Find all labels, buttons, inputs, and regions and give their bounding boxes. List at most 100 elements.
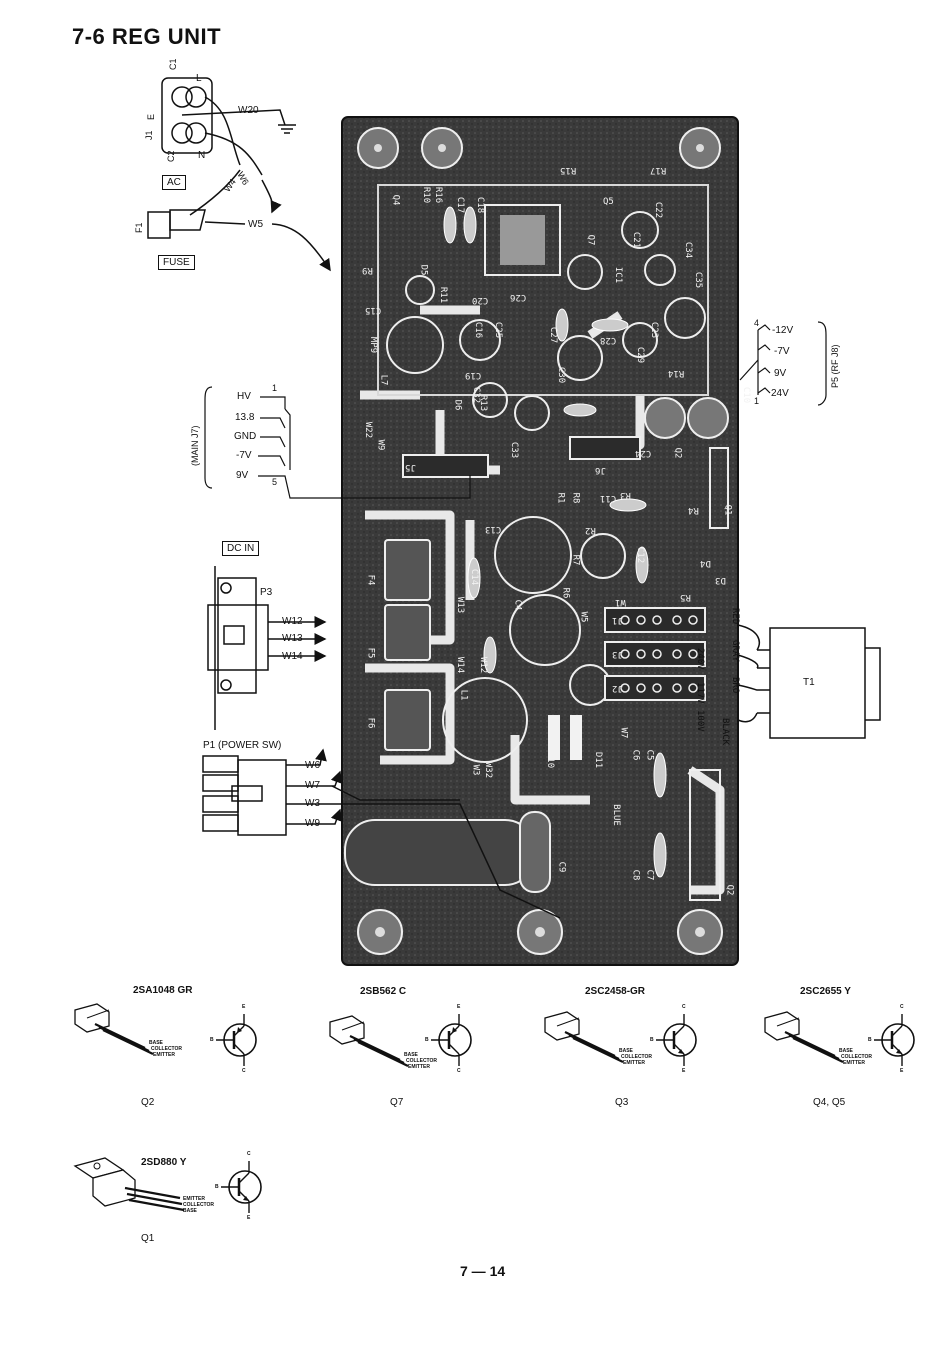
page-number: 7 — 14	[460, 1263, 506, 1279]
p5-minus12v: -12V	[772, 325, 794, 336]
board-label-w9: W9	[375, 439, 386, 451]
fuse-label: FUSE	[158, 255, 195, 270]
board-label-d3: D3	[715, 575, 726, 585]
j7-hv: HV	[237, 391, 251, 402]
package-body-q3	[544, 1011, 580, 1041]
w6-sw-label: W6	[305, 760, 320, 771]
board-label-c28: C28	[600, 335, 617, 345]
e-label: E	[146, 113, 156, 120]
board-label-c8: C8	[630, 869, 641, 881]
c2-label: C2	[166, 150, 176, 162]
board-label-w5: W5	[578, 611, 589, 623]
symbol-arrow-q1	[243, 1196, 249, 1201]
board-label-c29: C29	[635, 346, 646, 364]
board-label-r7: R7	[570, 554, 581, 566]
board-label-r1: R1	[555, 492, 566, 504]
mounting-holes	[357, 127, 729, 955]
board-label-c17: C17	[455, 196, 466, 214]
board-label-q1: Q1	[722, 504, 733, 516]
symbol-pin-bottom-q3: E	[682, 1068, 686, 1074]
transistor-part-q4-q5: 2SC2655 Y	[800, 986, 851, 997]
board-label-c35: C35	[693, 271, 704, 289]
board-label-c18: C18	[475, 196, 486, 214]
board-label-c7: C7	[644, 869, 655, 881]
transistor-ref-q2: Q2	[141, 1097, 155, 1108]
board-label-r5: R5	[680, 592, 691, 602]
package-lead-q7-2	[357, 1041, 409, 1067]
ac-section-wiring	[147, 77, 331, 272]
board-label-c14: C14	[469, 568, 480, 586]
package-lead-q1-0	[124, 1186, 181, 1200]
w5-label: W5	[248, 219, 263, 230]
j7-minus7v: -7V	[236, 450, 252, 461]
board-label-r10: R10	[421, 186, 432, 204]
board-label-q7: Q7	[585, 234, 596, 246]
symbol-upper-lead-q3	[673, 1025, 685, 1037]
package-edge-q4-q5	[776, 1017, 800, 1027]
symbol-pin-base-q3: B	[650, 1037, 654, 1043]
package-lead-q1-1	[126, 1192, 183, 1206]
board-label-w3: W3	[470, 764, 481, 776]
p5-9v: 9V	[774, 368, 787, 379]
symbol-pin-top-q1: C	[247, 1151, 251, 1157]
board-label-d11: D11	[593, 751, 604, 769]
f1-label: F1	[134, 222, 144, 233]
pin-label-q7-emitter: EMITTER	[408, 1064, 430, 1070]
w13-label: W13	[282, 633, 303, 644]
board-label-j1: J1	[612, 615, 623, 625]
w7-label: W7	[305, 780, 320, 791]
dc-in-label: DC IN	[222, 541, 260, 556]
board-label-r15: R15	[560, 165, 577, 175]
pcb-board	[341, 116, 739, 966]
board-label-f6: F6	[365, 717, 376, 729]
p5-label: P5 (RF J8)	[830, 344, 840, 388]
board-label-mp9: MP9	[368, 336, 379, 354]
board-label-c25: C25	[493, 321, 504, 339]
symbol-upper-lead-q4-q5	[891, 1025, 903, 1037]
transistor-part-q2: 2SA1048 GR	[133, 985, 193, 996]
transformer-t1	[737, 624, 881, 739]
board-label-r6: R6	[560, 587, 571, 599]
board-label-c19: C19	[465, 370, 482, 380]
pin-label-q3-emitter: EMITTER	[623, 1060, 645, 1066]
board-label-c34: C34	[683, 241, 694, 259]
board-label-w22: W22	[363, 421, 374, 439]
board-label-r3: R3	[620, 490, 631, 500]
board-label-w13: W13	[455, 596, 466, 614]
board-label-ic1: IC1	[613, 266, 624, 284]
board-label-c27: C27	[548, 326, 559, 344]
board-label-r11: R11	[438, 286, 449, 304]
wire-color-gray: GRAY	[730, 640, 740, 662]
transistor-part-q3: 2SC2458-GR	[585, 986, 646, 997]
pin-label-q2-emitter: EMITTER	[153, 1052, 175, 1058]
symbol-pin-base-q7: B	[425, 1037, 429, 1043]
p3-plug	[207, 566, 327, 730]
package-body-q4-q5	[764, 1011, 800, 1041]
n-label: N	[198, 150, 206, 161]
transistor-part-q1: 2SD880 Y	[141, 1157, 187, 1168]
p5-24v: 24V	[771, 388, 789, 399]
board-label-f4: F4	[365, 574, 376, 586]
wire-color-red: RED	[730, 608, 740, 625]
main-j7-label: (MAIN J7)	[190, 425, 200, 467]
w20-label: W20	[238, 105, 259, 116]
tap-label-117v: 117V	[695, 682, 705, 704]
j7-13v8: 13.8	[235, 412, 255, 423]
board-label-q2: Q2	[724, 884, 735, 896]
p5-pin-last: 1	[754, 396, 760, 406]
board-label-r4: R4	[688, 505, 699, 515]
pin-label-q1-collector: COLLECTOR	[183, 1202, 215, 1208]
tap-label-240v: 240V	[695, 648, 705, 670]
w12-label: W12	[282, 616, 303, 627]
board-label-c16: C16	[473, 321, 484, 339]
j7-pin-last: 5	[272, 477, 278, 487]
p5-wiring	[739, 321, 827, 406]
board-label-blue: BLUE	[610, 804, 621, 826]
board-label-c9: C9	[556, 861, 567, 873]
symbol-pin-bottom-q4-q5: E	[900, 1068, 904, 1074]
package-body-q2	[74, 1003, 110, 1033]
board-label-d10: D10	[545, 751, 556, 769]
board-label-c12: C12	[635, 546, 646, 564]
c1-label: C1	[168, 58, 178, 70]
